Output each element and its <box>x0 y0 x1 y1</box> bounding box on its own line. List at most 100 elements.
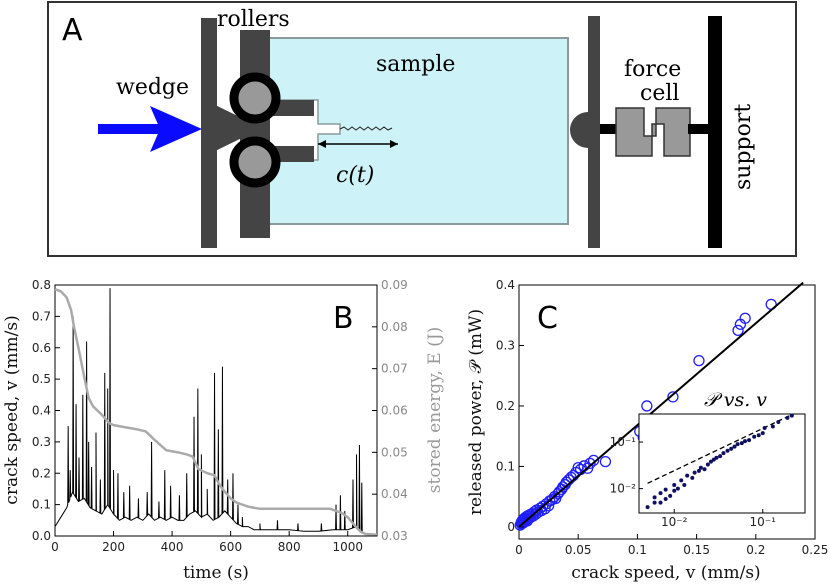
fit-line <box>518 281 804 528</box>
inset-point <box>690 475 695 480</box>
inset-point <box>721 451 726 456</box>
b-ytick-label: 0.6 <box>32 341 51 355</box>
c-ytick-label: 0.1 <box>496 459 515 473</box>
holder-right-plate <box>588 16 600 248</box>
inset-point <box>789 413 794 418</box>
scatter-point <box>667 391 679 403</box>
panel-c-xlabel: crack speed, v (mm/s) <box>571 563 760 583</box>
label-rollers: rollers <box>217 7 290 32</box>
inset-point <box>663 487 668 492</box>
scatter-point <box>739 312 751 324</box>
inset-point <box>760 431 765 436</box>
b-ytick-right-label: 0.06 <box>381 404 408 418</box>
inset-point <box>708 459 713 464</box>
inset-xtick-label: 10⁻² <box>661 515 688 529</box>
c-xtick-label: 0.15 <box>683 543 710 557</box>
inset-point <box>682 482 687 487</box>
panel-a-schematic: A c(t) wedge rollers sample fo <box>47 1 797 257</box>
crack-tip <box>339 126 393 131</box>
roller-top <box>229 72 281 124</box>
b-ytick-label: 0.5 <box>32 372 51 386</box>
inset-point <box>776 419 781 424</box>
force-cell <box>615 107 691 157</box>
inset-title: 𝒫 vs. v <box>704 389 767 411</box>
force-rod-right <box>688 124 710 134</box>
b-ytick-right-label: 0.07 <box>381 362 408 376</box>
b-xtick-label: 0 <box>51 540 59 554</box>
scatter-point <box>693 354 705 367</box>
inset-point <box>742 439 747 444</box>
push-arrow-head <box>150 106 202 152</box>
c-ytick-label: 0.2 <box>496 399 515 413</box>
panel-b-ylabel-left: crack speed, v (mm/s) <box>2 315 22 504</box>
b-ytick-label: 0.7 <box>32 309 51 323</box>
label-force: force <box>624 57 681 82</box>
inset-point <box>718 454 723 459</box>
panel-b-ylabel-right: stored energy, E (J) <box>425 327 445 493</box>
inset-point <box>698 465 703 470</box>
support-bar <box>708 16 722 248</box>
c-ytick-label: 0.4 <box>496 278 515 292</box>
inset-point <box>692 470 697 475</box>
c-xtick-label: 0.05 <box>565 543 592 557</box>
inset-point <box>756 433 761 438</box>
inset-point <box>658 491 663 496</box>
crack-speed-series <box>54 288 377 535</box>
inset-point <box>645 505 650 510</box>
inset-point <box>785 415 790 420</box>
scatter-point <box>732 324 744 337</box>
inset-point <box>725 448 730 453</box>
inset-point <box>705 462 710 467</box>
inset-point <box>752 434 757 439</box>
label-sample: sample <box>376 52 455 77</box>
inset-point <box>729 446 734 451</box>
inset-point <box>652 495 657 500</box>
c-xtick-label: 0.25 <box>802 543 829 557</box>
b-xtick-label: 200 <box>102 540 125 554</box>
inset-point <box>668 493 673 498</box>
inset-plot-area <box>638 413 806 514</box>
b-ytick-label: 0.8 <box>32 278 51 292</box>
scatter-point <box>641 400 653 412</box>
inset-point <box>679 478 684 483</box>
panel-c-series <box>514 281 804 531</box>
panel-b-letter: B <box>333 301 354 336</box>
scatter-point <box>540 498 552 510</box>
b-ytick-label: 0.1 <box>32 498 51 512</box>
inset-point <box>685 473 690 478</box>
inset-point <box>672 482 677 487</box>
b-xtick-label: 800 <box>278 540 301 554</box>
panel-b-xlabel: time (s) <box>183 563 249 583</box>
inset-point <box>739 441 744 446</box>
panel-c-ylabel: released power, 𝒫 (mW) <box>466 309 486 515</box>
label-cell: cell <box>640 81 679 106</box>
inset-point <box>672 488 677 493</box>
b-ytick-right-label: 0.09 <box>381 278 408 292</box>
label-support: support <box>731 104 756 190</box>
b-ytick-right-label: 0.04 <box>381 487 408 501</box>
crack-length-label: c(t) <box>336 163 374 188</box>
inset-reference-line <box>647 413 794 484</box>
inset-point <box>675 486 680 491</box>
b-ytick-label: 0.2 <box>32 466 51 480</box>
scatter-point <box>599 455 612 468</box>
panel-b-series <box>54 288 378 536</box>
b-ytick-right-label: 0.03 <box>381 529 408 543</box>
crack-length-arrowhead-left <box>318 140 326 148</box>
panel-c-letter: C <box>537 301 558 336</box>
b-xtick-label: 600 <box>219 540 242 554</box>
inset-xtick-label: 10⁻¹ <box>750 515 777 529</box>
b-xtick-label: 1000 <box>332 540 363 554</box>
b-ytick-label: 0.3 <box>32 435 51 449</box>
force-rod-left <box>600 124 618 134</box>
holder-right-knob <box>570 112 588 148</box>
roller-bottom <box>229 136 281 188</box>
b-xtick-label: 400 <box>161 540 184 554</box>
inset-point <box>658 500 663 505</box>
